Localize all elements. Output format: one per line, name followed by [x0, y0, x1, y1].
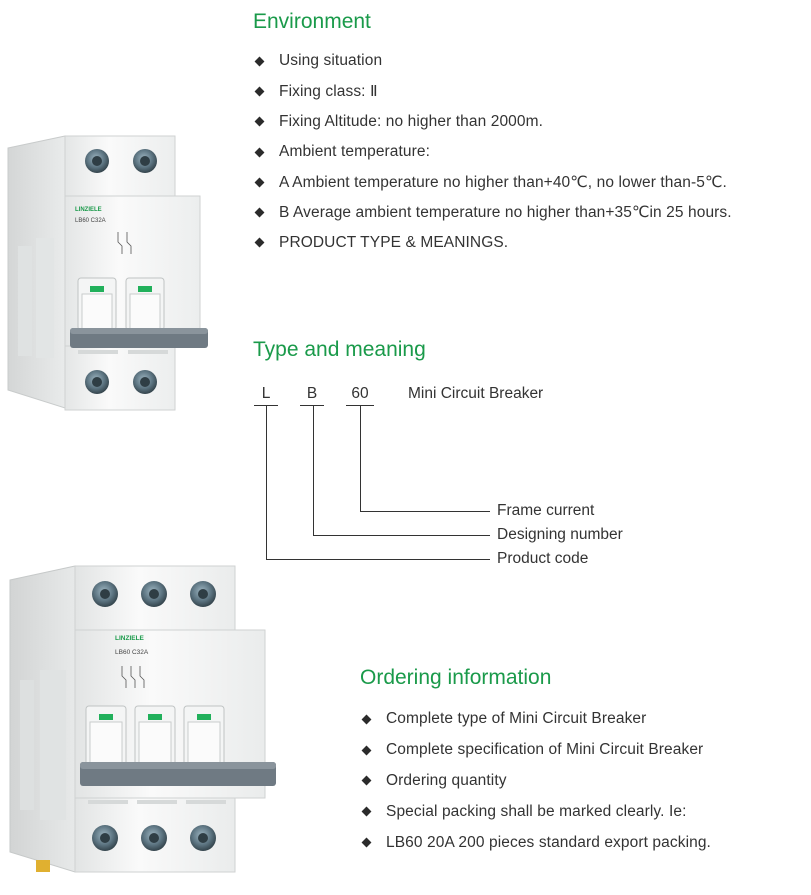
list-item-text: PRODUCT TYPE & MEANINGS.: [279, 233, 509, 251]
frame-current-label: Frame current: [497, 502, 595, 519]
model-text: LB60 C32A: [115, 649, 149, 656]
list-item: Complete specification of Mini Circuit B…: [360, 735, 711, 766]
ordering-title: Ordering information: [360, 666, 552, 689]
diamond-bullet-icon: [361, 745, 372, 756]
diamond-bullet-icon: [254, 116, 265, 127]
list-item-text: A Ambient temperature no higher than+40℃…: [279, 173, 727, 191]
list-item: LB60 20A 200 pieces standard export pack…: [360, 827, 711, 858]
list-item: Fixing Altitude: no higher than 2000m.: [253, 107, 732, 137]
designing-number-label: Designing number: [497, 526, 623, 543]
list-item: B Average ambient temperature no higher …: [253, 197, 732, 227]
list-item-text: Fixing Altitude: no higher than 2000m.: [279, 112, 544, 130]
list-item-text: Ordering quantity: [386, 771, 507, 789]
leader-line-60: [360, 405, 361, 511]
list-item: Ordering quantity: [360, 766, 711, 797]
model-text: LB60 C32A: [75, 218, 106, 224]
list-item-text: LB60 20A 200 pieces standard export pack…: [386, 833, 711, 851]
diamond-bullet-icon: [361, 714, 372, 725]
list-item-text: Complete specification of Mini Circuit B…: [386, 741, 704, 759]
diamond-bullet-icon: [254, 207, 265, 218]
diamond-bullet-icon: [254, 86, 265, 97]
code-number-60: 60: [351, 385, 369, 402]
brand-text: LINZIELE: [75, 207, 102, 213]
diamond-bullet-icon: [361, 806, 372, 817]
code-letter-b: B: [306, 385, 318, 402]
diamond-bullet-icon: [254, 147, 265, 157]
list-item-text: Using situation: [279, 52, 383, 70]
list-item-text: Fixing class: Ⅱ: [279, 82, 378, 100]
product-code-label: Product code: [497, 550, 589, 567]
list-item: Complete type of Mini Circuit Breaker: [360, 704, 711, 735]
list-item: Fixing class: Ⅱ: [253, 76, 732, 106]
diamond-bullet-icon: [361, 776, 372, 786]
underline-b: [300, 405, 324, 406]
leader-line-b: [313, 405, 314, 535]
list-item-text: B Average ambient temperature no higher …: [279, 204, 732, 222]
two-pole-breaker-image: LINZIELE LB60 C32A: [7, 135, 208, 411]
list-item-text: Complete type of Mini Circuit Breaker: [386, 710, 647, 728]
diamond-bullet-icon: [361, 837, 372, 848]
list-item-text: Special packing shall be marked clearly.…: [386, 802, 687, 820]
list-item: A Ambient temperature no higher than+40℃…: [253, 167, 732, 197]
list-item: PRODUCT TYPE & MEANINGS.: [253, 228, 732, 258]
three-pole-breaker-image: LINZIELE LB60 C32A: [9, 565, 276, 873]
list-item: Special packing shall be marked clearly.…: [360, 796, 711, 827]
diamond-bullet-icon: [254, 177, 265, 188]
brand-text: LINZIELE: [115, 635, 145, 642]
leader-line-frame: [360, 511, 490, 512]
list-item: Ambient temperature:: [253, 137, 732, 167]
leader-line-designing: [313, 535, 490, 536]
diamond-bullet-icon: [254, 237, 265, 248]
environment-list: Using situation Fixing class: Ⅱ Fixing A…: [253, 46, 732, 258]
ordering-list: Complete type of Mini Circuit Breaker Co…: [360, 704, 711, 858]
code-letter-l: L: [261, 385, 271, 402]
leader-line-product: [266, 559, 490, 560]
environment-title: Environment: [253, 10, 371, 33]
leader-line-l: [266, 405, 267, 559]
product-name-label: Mini Circuit Breaker: [408, 385, 544, 402]
diamond-bullet-icon: [254, 56, 265, 67]
list-item: Using situation: [253, 46, 732, 76]
type-meaning-title: Type and meaning: [253, 338, 426, 361]
list-item-text: Ambient temperature:: [279, 143, 431, 161]
